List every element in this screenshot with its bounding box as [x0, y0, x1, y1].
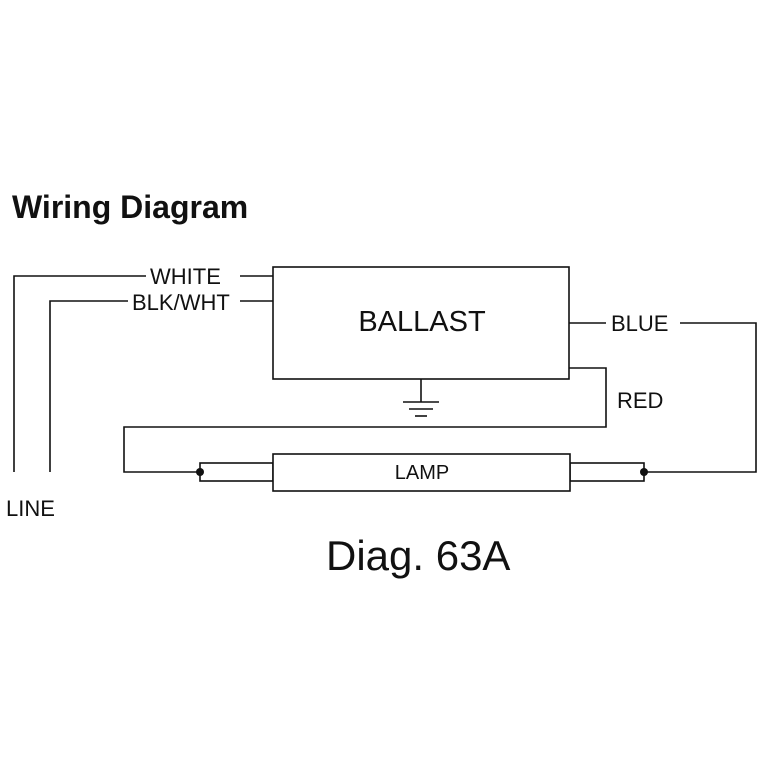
lamp-left-socket: [196, 462, 274, 482]
line-label: LINE: [6, 496, 55, 521]
blk-wht-wire-label: BLK/WHT: [132, 290, 230, 315]
white-wire: [13, 275, 273, 472]
red-wire-label: RED: [617, 388, 663, 413]
blue-wire: [569, 322, 757, 473]
blk-wht-wire: [49, 300, 273, 472]
ground-icon: [403, 379, 439, 417]
red-wire: [123, 367, 607, 473]
blue-wire-label: BLUE: [611, 311, 668, 336]
lamp-tube: [272, 453, 571, 492]
lamp-label: LAMP: [395, 462, 449, 484]
ballast-label: BALLAST: [358, 306, 486, 338]
ballast-box: [272, 266, 570, 380]
white-wire-label: WHITE: [150, 264, 221, 289]
diagram-title: Wiring Diagram: [12, 189, 248, 225]
diagram-caption: Diag. 63A: [326, 532, 510, 579]
lamp-right-socket: [569, 462, 648, 482]
